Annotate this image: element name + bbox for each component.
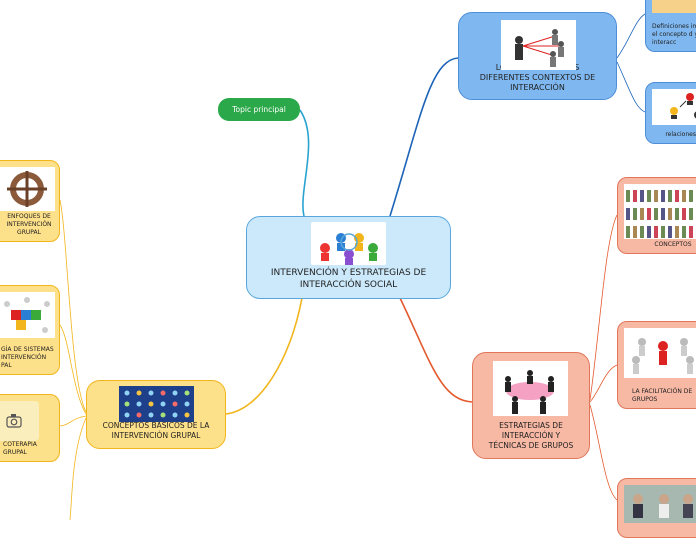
round-table-image (493, 361, 568, 416)
estrategias-node-label: ESTRATEGIAS DE INTERACCIÓN Y TÉCNICAS DE… (488, 421, 574, 450)
grupos-node[interactable]: LOS GRUPOS EN LOS DIFERENTES CONTEXTOS D… (458, 12, 617, 100)
grupos-child-definiciones[interactable]: Definiciones im en el concepto d y sus i… (645, 0, 696, 52)
topic-principal-pill[interactable]: Topic principal (218, 98, 300, 121)
image-placeholder (0, 401, 39, 441)
conceptos-node-label: CONCEPTOS BÁSICOS DE LA INTERVENCIÓN GRU… (102, 421, 210, 440)
conceptos-child-coterapia[interactable]: COTERAPIA GRUPAL (0, 394, 60, 462)
conceptos-child-sistemas[interactable]: GÍA DE SISTEMAS INTERVENCIÓN PAL (0, 285, 60, 375)
estrategias-node[interactable]: ESTRATEGIAS DE INTERACCIÓN Y TÉCNICAS DE… (472, 352, 590, 459)
link-estrategias (399, 297, 473, 403)
hands-circle-image (0, 167, 55, 211)
definitions-image (652, 0, 696, 13)
conceptos-child-enfoques[interactable]: ENFOQUES DE INTERVENCIÓN GRUPAL (0, 160, 60, 242)
estrategias-child-photo[interactable] (617, 478, 696, 538)
link-grupos (389, 57, 459, 217)
link-topic (299, 109, 310, 217)
estrategias-child-conceptos[interactable]: CONCEPTOS (617, 177, 696, 254)
conceptos-node[interactable]: CONCEPTOS BÁSICOS DE LA INTERVENCIÓN GRU… (86, 380, 226, 449)
people-network-image (311, 222, 386, 265)
puzzle-people-image (0, 292, 55, 338)
central-node[interactable]: INTERVENCIÓN Y ESTRATEGIAS DE INTERACCIÓ… (246, 216, 451, 299)
crowd-image (624, 184, 696, 239)
grupos-child-relaciones[interactable]: relaciones so (645, 82, 696, 144)
camera-icon (6, 414, 22, 428)
leader-circle-image (624, 328, 696, 378)
link-conceptos (225, 297, 303, 415)
relaciones-image (652, 89, 696, 125)
connector-lines (59, 13, 646, 520)
central-node-label: INTERVENCIÓN Y ESTRATEGIAS DE INTERACCIÓ… (270, 268, 427, 290)
network-icons-image (119, 386, 194, 422)
group-photo-image (624, 485, 696, 523)
people-meeting-image (501, 20, 576, 70)
estrategias-child-facilitacion[interactable]: LA FACILITACIÓN DE GRUPOS (617, 321, 696, 409)
